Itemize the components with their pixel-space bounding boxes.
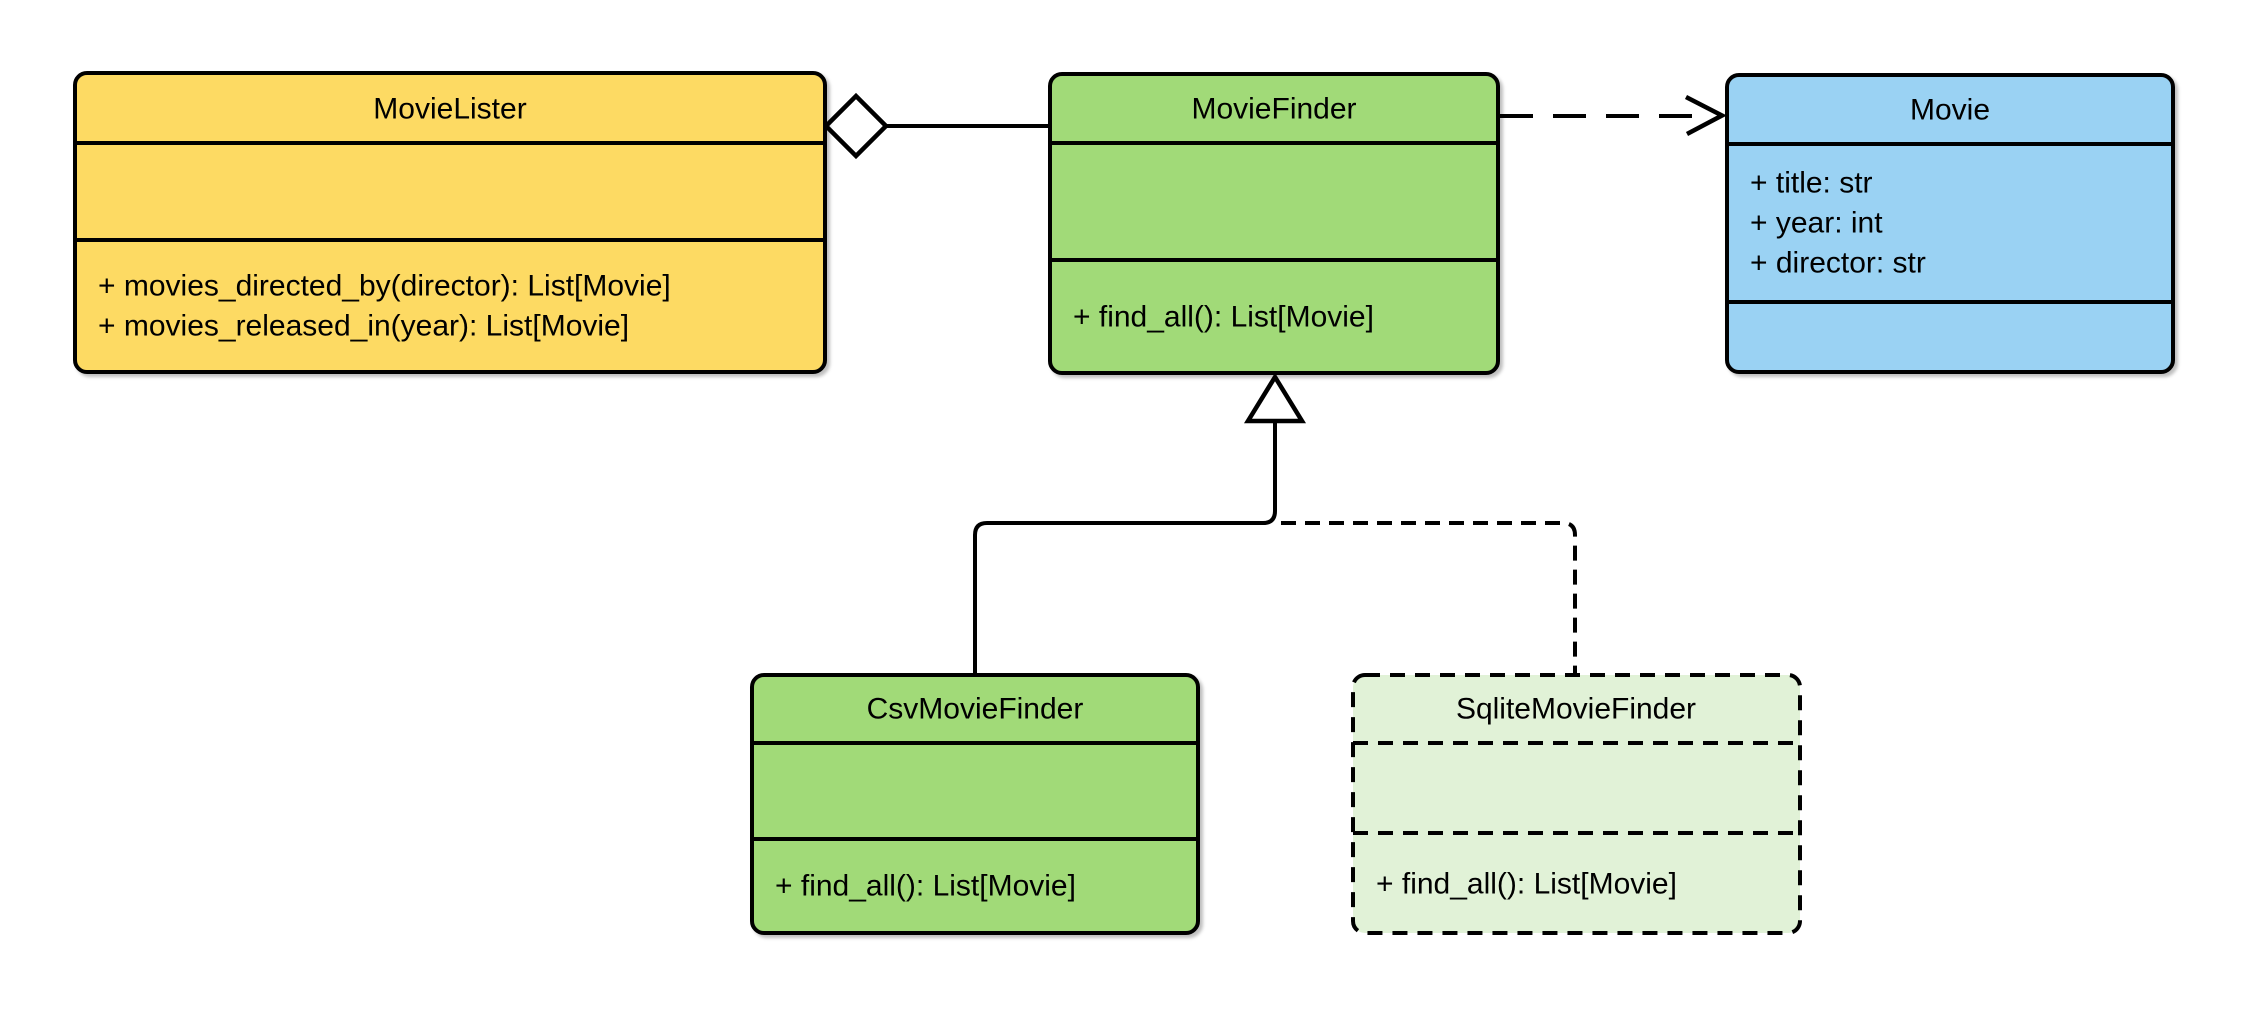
aggregation-hollow-diamond-marker (822, 92, 890, 160)
movie-attribute: + director: str (1750, 247, 1926, 280)
movie-box (1725, 73, 2175, 374)
relationship-inheritance-sqlitemoviefinder-moviefinder (1281, 521, 1577, 677)
movielister-method: + movies_released_in(year): List[Movie] (98, 310, 629, 343)
class-movielister: MovieLister + movies_directed_by(directo… (73, 71, 827, 374)
movie-class-name: Movie (1910, 94, 1990, 127)
relationship-dependency-moviefinder-movie (1500, 94, 1727, 136)
dependency-open-arrowhead (1684, 94, 1727, 136)
class-moviefinder: MovieFinder + find_all(): List[Movie] (1048, 72, 1500, 375)
class-movie: Movie + title: str + year: int + directo… (1725, 73, 2175, 374)
movie-attribute: + year: int (1750, 207, 1883, 240)
movielister-method: + movies_directed_by(director): List[Mov… (98, 270, 671, 303)
sqlitemoviefinder-box (1351, 673, 1802, 935)
class-sqlitemoviefinder: SqliteMovieFinder + find_all(): List[Mov… (1351, 673, 1802, 935)
csvmoviefinder-class-name: CsvMovieFinder (867, 693, 1084, 726)
moviefinder-method: + find_all(): List[Movie] (1073, 301, 1374, 334)
inheritance-hollow-triangle-marker (1243, 372, 1307, 424)
moviefinder-class-name: MovieFinder (1191, 93, 1356, 126)
relationship-inheritance-csvmoviefinder-moviefinder (973, 372, 1307, 677)
csvmoviefinder-box (750, 673, 1200, 935)
moviefinder-box (1048, 72, 1500, 375)
sqlitemoviefinder-class-name: SqliteMovieFinder (1456, 693, 1696, 726)
movielister-class-name: MovieLister (373, 93, 526, 126)
class-csvmoviefinder: CsvMovieFinder + find_all(): List[Movie] (750, 673, 1200, 935)
relationship-aggregation-movielister-moviefinder (822, 92, 1052, 160)
sqlitemoviefinder-method: + find_all(): List[Movie] (1376, 868, 1677, 901)
movielister-box (73, 71, 827, 374)
inheritance-solid-elbow-line (973, 421, 1277, 677)
inheritance-dashed-elbow-line (1281, 521, 1577, 677)
csvmoviefinder-method: + find_all(): List[Movie] (775, 870, 1076, 903)
movie-attribute: + title: str (1750, 167, 1873, 200)
